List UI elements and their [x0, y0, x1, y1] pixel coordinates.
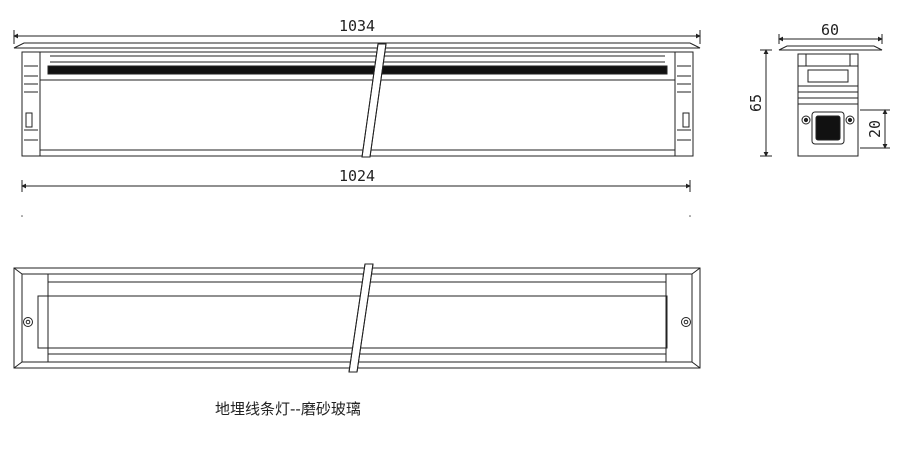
- frosted-glass-lens: [37, 295, 668, 349]
- front-elevation-view: [13, 42, 701, 157]
- plan-break-mark: [348, 263, 374, 373]
- dimension-top-length-label: 1034: [339, 17, 375, 35]
- dimension-side-height-label: 65: [747, 94, 765, 112]
- dimension-side-detail-label: 20: [866, 120, 884, 138]
- side-view: [778, 45, 883, 157]
- drawing-caption: 地埋线条灯--磨砂玻璃: [215, 400, 361, 418]
- dimension-side-width-label: 60: [821, 21, 839, 39]
- dimension-side-detail: [860, 109, 890, 149]
- front-break-mark: [361, 43, 387, 158]
- dimension-bottom-length-label: 1024: [339, 167, 375, 185]
- dimension-side-height: [760, 49, 772, 157]
- dimension-bottom-length: [21, 180, 691, 192]
- dimension-side-width: [778, 34, 883, 44]
- dimension-top-length: [13, 30, 701, 44]
- reference-dots: [21, 215, 691, 217]
